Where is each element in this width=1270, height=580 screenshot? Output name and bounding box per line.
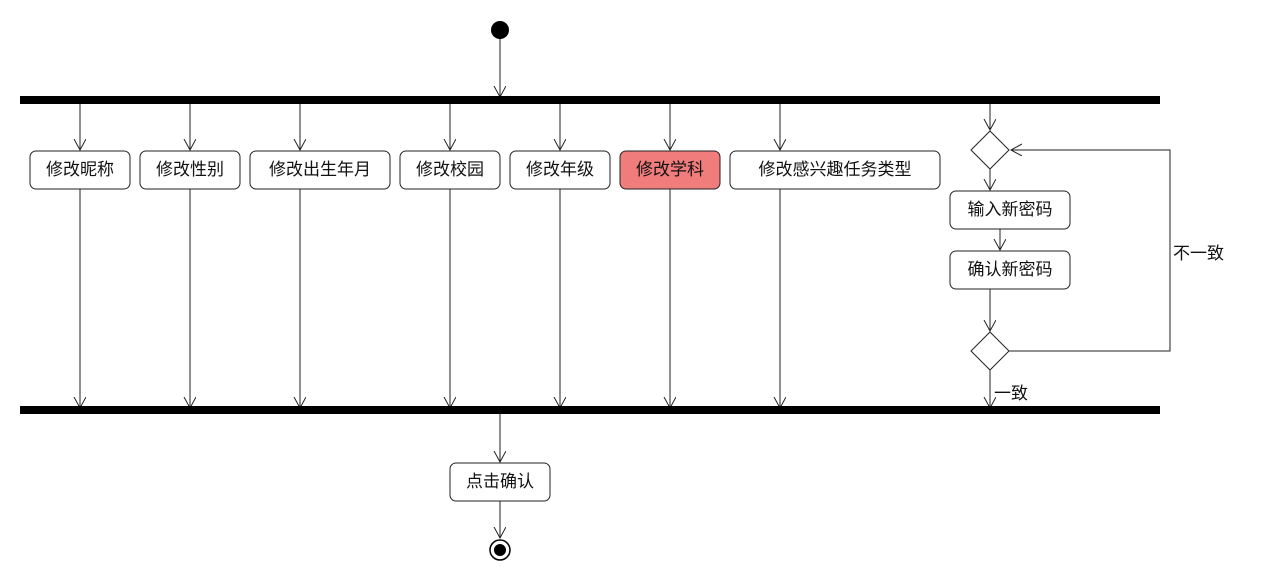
action-subject-label: 修改学科 xyxy=(636,160,704,180)
action-interest: 修改感兴趣任务类型 xyxy=(729,150,941,190)
merge-diamond xyxy=(970,130,1010,170)
action-click-confirm-label: 点击确认 xyxy=(466,472,534,492)
action-birth-label: 修改出生年月 xyxy=(269,160,371,180)
action-click-confirm: 点击确认 xyxy=(449,462,551,502)
guard-match: 一致 xyxy=(994,384,1028,404)
action-campus-label: 修改校园 xyxy=(416,160,484,180)
decision-diamond xyxy=(970,331,1010,371)
initial-node xyxy=(491,21,509,39)
action-nickname-label: 修改昵称 xyxy=(46,160,114,180)
join-bar xyxy=(20,406,1160,414)
guard-mismatch: 不一致 xyxy=(1173,244,1224,264)
action-campus: 修改校园 xyxy=(399,150,501,190)
final-node xyxy=(489,539,511,561)
action-confirm-password-label: 确认新密码 xyxy=(968,260,1053,280)
flow-mismatch-loop xyxy=(1009,150,1171,352)
action-subject: 修改学科 xyxy=(619,150,721,190)
action-input-password-label: 输入新密码 xyxy=(968,200,1053,220)
fork-bar xyxy=(20,96,1160,104)
action-interest-label: 修改感兴趣任务类型 xyxy=(759,160,912,180)
action-nickname: 修改昵称 xyxy=(29,150,131,190)
action-grade: 修改年级 xyxy=(509,150,611,190)
action-gender-label: 修改性别 xyxy=(156,160,224,180)
action-confirm-password: 确认新密码 xyxy=(949,250,1071,290)
action-birth: 修改出生年月 xyxy=(249,150,391,190)
action-input-password: 输入新密码 xyxy=(949,190,1071,230)
action-gender: 修改性别 xyxy=(139,150,241,190)
action-grade-label: 修改年级 xyxy=(526,160,594,180)
